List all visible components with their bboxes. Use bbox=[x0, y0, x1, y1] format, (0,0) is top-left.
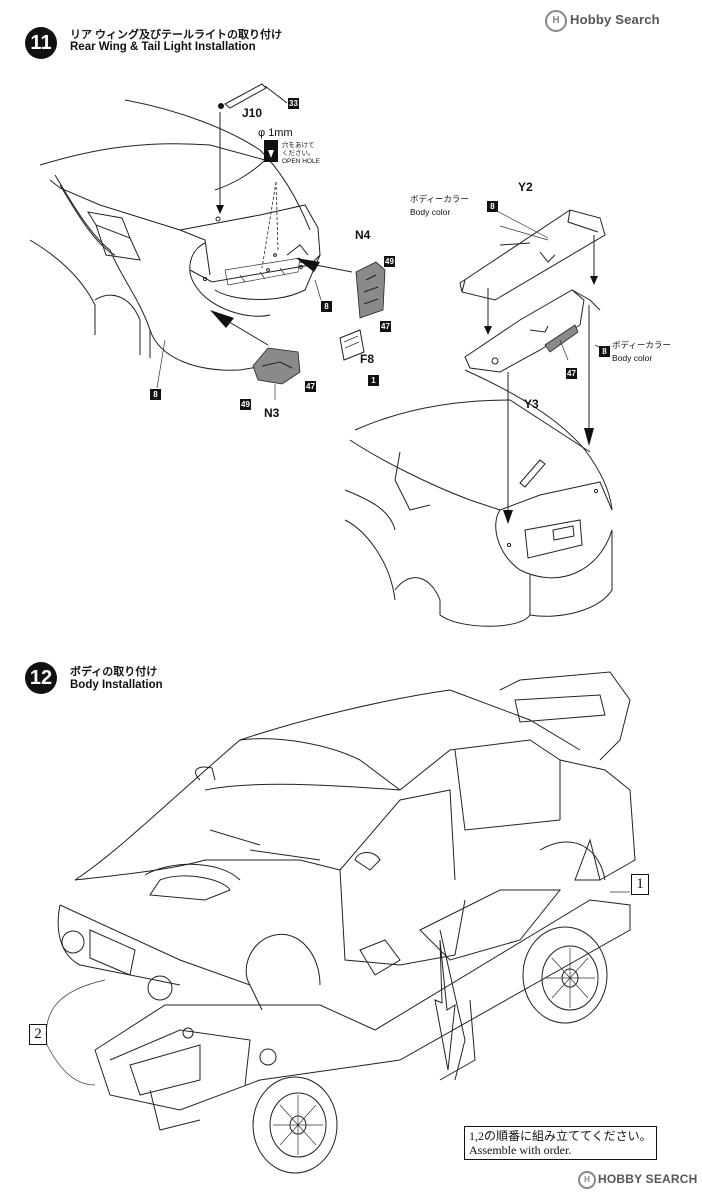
step-12-title-en: Body Installation bbox=[70, 679, 163, 691]
watermark-bottom-logo-icon: H bbox=[578, 1171, 596, 1189]
part-f8-license-plate-drawing bbox=[339, 329, 365, 361]
step-12-title-jp: ボディの取り付け bbox=[70, 666, 158, 678]
part-label-y3: Y3 bbox=[524, 397, 539, 411]
body-color-label-jp-2: ボディーカラー bbox=[612, 340, 671, 350]
watermark-bottom: HOBBY SEARCH bbox=[598, 1172, 698, 1186]
assembly-order-note-jp: 1,2の順番に組み立ててください。 bbox=[469, 1129, 652, 1143]
color-code-49-n4: 49 bbox=[384, 256, 395, 267]
drill-size-label: φ 1mm bbox=[258, 127, 293, 139]
body-color-label-en-2: Body color bbox=[612, 353, 653, 363]
color-code-47-n3: 47 bbox=[305, 381, 316, 392]
part-n4-tail-light-drawing bbox=[296, 258, 386, 319]
color-code-8-body: 8 bbox=[150, 389, 161, 400]
step-12-number-badge: 12 bbox=[25, 662, 57, 694]
assembly-order-box-1: 1 bbox=[631, 874, 649, 895]
car-rear-assembled-drawing bbox=[344, 369, 613, 627]
body-color-label-jp-1: ボディーカラー bbox=[410, 194, 469, 204]
step-11-title-en: Rear Wing & Tail Light Installation bbox=[70, 41, 256, 53]
color-code-1-f8: 1 bbox=[368, 375, 379, 386]
drill-hole-symbol bbox=[261, 140, 279, 269]
assembly-order-note-en: Assemble with order. bbox=[469, 1143, 572, 1157]
body-color-label-en-1: Body color bbox=[410, 207, 451, 217]
watermark-logo-icon: H bbox=[545, 10, 567, 32]
assembly-order-note: 1,2の順番に組み立ててください。 Assemble with order. bbox=[464, 1126, 657, 1160]
part-label-j10: J10 bbox=[242, 106, 263, 120]
wheel-rear-drawing bbox=[522, 926, 608, 1024]
assembly-order-box-2: 2 bbox=[29, 1024, 47, 1045]
part-label-n4: N4 bbox=[355, 228, 371, 242]
watermark-top: Hobby Search bbox=[570, 12, 660, 27]
part-y2-wing-drawing bbox=[459, 209, 606, 301]
part-j10-wiper-drawing bbox=[216, 83, 288, 214]
drill-instruction-jp: 穴をあけて ください。 bbox=[282, 142, 315, 157]
car-rear-body-drawing bbox=[29, 99, 321, 371]
part-label-n3: N3 bbox=[264, 406, 280, 420]
step-11-number-badge: 11 bbox=[25, 27, 57, 59]
part-label-f8: F8 bbox=[360, 352, 375, 366]
color-code-8-y2: 8 bbox=[487, 201, 498, 212]
color-code-8-y3: 8 bbox=[599, 346, 610, 357]
car-body-full-drawing bbox=[57, 671, 636, 1011]
step-11-title-jp: リア ウィング及びテールライトの取り付け bbox=[70, 29, 283, 41]
part-y3-wing-base-drawing bbox=[464, 289, 601, 373]
color-code-47-n4: 47 bbox=[380, 321, 391, 332]
part-n3-tail-light-drawing bbox=[210, 310, 301, 385]
wheel-front-drawing bbox=[252, 1076, 338, 1174]
color-code-47-y3: 47 bbox=[566, 368, 577, 379]
color-code-8-n4: 8 bbox=[321, 301, 332, 312]
drill-instruction-en: OPEN HOLE bbox=[282, 158, 320, 165]
chassis-drawing bbox=[94, 889, 631, 1131]
color-code-49-n3: 49 bbox=[240, 399, 251, 410]
color-code-33: 33 bbox=[288, 98, 299, 109]
part-label-y2: Y2 bbox=[518, 180, 533, 194]
